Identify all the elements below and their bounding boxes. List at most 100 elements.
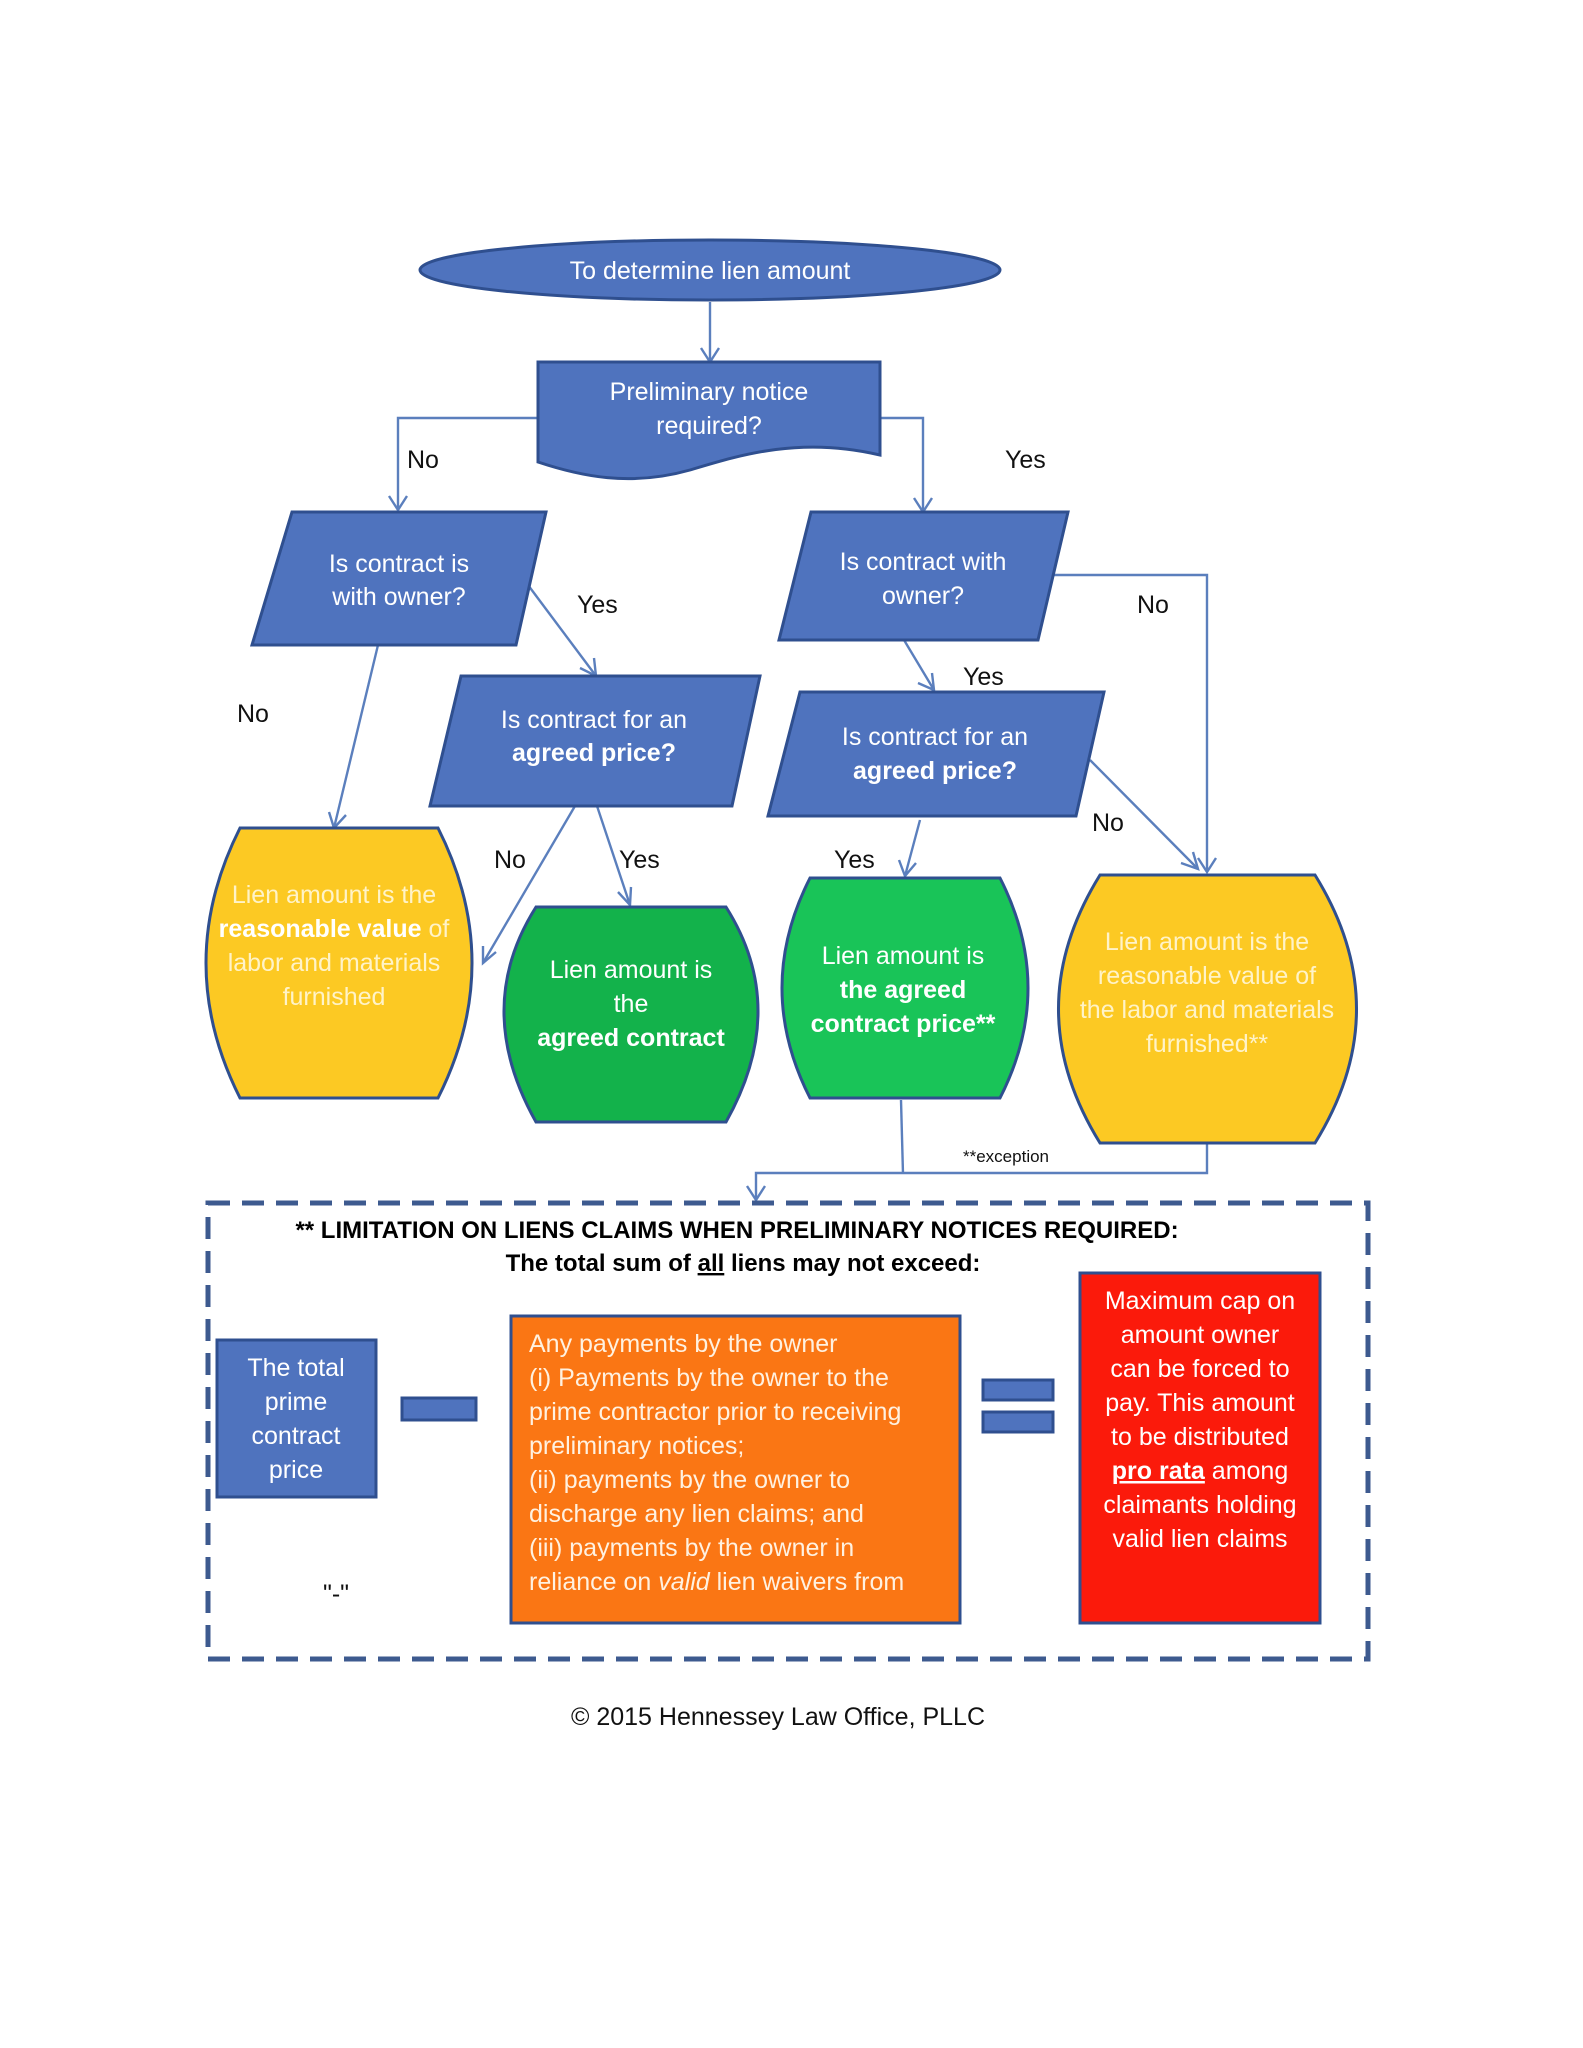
agreed-right-label-line2: agreed price?: [853, 757, 1017, 785]
payments-line8-post: lien waivers from: [710, 1568, 905, 1596]
result-agreed-right: Lien amount is the agreed contract price…: [780, 876, 1030, 1100]
owner-right-node: Is contract with owner?: [777, 510, 1070, 642]
payments-line1: Any payments by the owner: [529, 1330, 838, 1358]
agreed-left-shape: [428, 674, 762, 808]
cap-line6-post: among: [1205, 1457, 1288, 1485]
connectors: [327, 302, 1218, 1203]
arrowhead: [387, 495, 409, 513]
cap-box: Maximum cap on amount owner can be force…: [1078, 1271, 1322, 1625]
label-exception: **exception: [963, 1147, 1049, 1166]
result-agreed-left-line3: agreed contract: [537, 1024, 725, 1052]
cap-line6: pro rata among: [1112, 1457, 1288, 1485]
edge-agreed-right-no: [1089, 759, 1199, 870]
cap-line8: valid lien claims: [1112, 1525, 1287, 1553]
preliminary-shape: [536, 360, 882, 481]
owner-right-shape: [777, 510, 1070, 642]
cap-line1: Maximum cap on: [1105, 1287, 1295, 1315]
agreed-left-label-line2: agreed price?: [512, 739, 676, 767]
payments-box: Any payments by the owner (i) Payments b…: [509, 1314, 962, 1625]
owner-left-label-line1: Is contract is: [329, 550, 469, 578]
arrowhead: [745, 1185, 767, 1203]
label-agreed-left-no: No: [494, 846, 526, 874]
result-agreed-left-line1: Lien amount is: [550, 956, 713, 984]
payments-line8-italic: valid: [658, 1568, 711, 1596]
edge-preliminary-no: [396, 416, 538, 510]
owner-right-label-line1: Is contract with: [840, 548, 1007, 576]
edge-agreed-left-no: [481, 805, 577, 964]
label-agreed-right-yes: Yes: [834, 846, 875, 874]
arrowhead: [617, 886, 633, 908]
edge-owner-left-yes: [527, 584, 597, 677]
preliminary-label-line2: required?: [656, 412, 762, 440]
edge-agreed-right-yes: [903, 819, 922, 877]
subheading-pre: The total sum of: [506, 1250, 698, 1277]
edge-owner-right-yes: [902, 639, 936, 691]
label-agreed-left-yes: Yes: [619, 846, 660, 874]
subheading-underlined: all: [698, 1250, 725, 1277]
prime-contract-line3: contract: [252, 1422, 341, 1450]
result-reasonable-right-line4: furnished**: [1146, 1030, 1269, 1058]
payments-line3: prime contractor prior to receiving: [529, 1398, 901, 1426]
limitation-dashed-border: [205, 1200, 1371, 1662]
result-reasonable-left-line2: reasonable value of: [219, 915, 450, 943]
payments-line4: preliminary notices;: [529, 1432, 744, 1460]
agreed-right-node: Is contract for an agreed price?: [766, 690, 1106, 818]
arrowhead: [897, 859, 917, 879]
result-reasonable-left: Lien amount is the reasonable value of l…: [204, 826, 474, 1100]
label-owner-left-yes: Yes: [577, 591, 618, 619]
result-reasonable-right-line1: Lien amount is the: [1105, 928, 1309, 956]
agreed-right-label-line1: Is contract for an: [842, 723, 1028, 751]
start-node: To determine lien amount: [418, 238, 1002, 302]
edge-owner-left-no: [332, 644, 380, 829]
result-reasonable-left-bold: reasonable value: [219, 915, 422, 943]
cap-line3: can be forced to: [1110, 1355, 1289, 1383]
preliminary-label-line1: Preliminary notice: [610, 378, 809, 406]
minus-caption: "-": [323, 1580, 349, 1608]
result-reasonable-right-line3: the labor and materials: [1080, 996, 1334, 1024]
agreed-right-shape: [766, 690, 1106, 818]
result-agreed-right-line1: Lien amount is: [822, 942, 985, 970]
result-reasonable-left-line3: labor and materials: [228, 949, 441, 977]
arrowhead: [481, 946, 497, 966]
cap-line2: amount owner: [1121, 1321, 1279, 1349]
payments-line7: (iii) payments by the owner in: [529, 1534, 854, 1562]
edge-agreed-left-yes: [595, 805, 632, 906]
copyright-footer: © 2015 Hennessey Law Office, PLLC: [571, 1703, 985, 1731]
subheading-post: liens may not exceed:: [724, 1250, 980, 1277]
label-preliminary-no: No: [407, 446, 439, 474]
result-reasonable-right: Lien amount is the reasonable value of t…: [1057, 873, 1358, 1145]
label-owner-right-yes: Yes: [963, 663, 1004, 691]
prime-contract-box-shape: [215, 1338, 378, 1499]
result-reasonable-left-line4: furnished: [283, 983, 386, 1011]
agreed-left-label-line1: Is contract for an: [501, 706, 687, 734]
edge-exception: [754, 1143, 1209, 1200]
result-agreed-right-line3: contract price**: [811, 1010, 996, 1038]
result-agreed-right-line2: the agreed: [840, 976, 966, 1004]
agreed-left-node: Is contract for an agreed price?: [428, 674, 762, 808]
cap-box-shape: [1078, 1271, 1322, 1625]
result-reasonable-left-rest: of: [422, 915, 450, 943]
cap-line4: pay. This amount: [1105, 1389, 1295, 1417]
payments-line2: (i) Payments by the owner to the: [529, 1364, 889, 1392]
payments-box-shape: [509, 1314, 962, 1625]
equals-sign-top: [981, 1378, 1055, 1402]
label-agreed-right-no: No: [1092, 809, 1124, 837]
start-ellipse: [418, 238, 1002, 302]
label-owner-left-no: No: [237, 700, 269, 728]
edge-preliminary-yes: [880, 416, 925, 512]
limitation-heading: ** LIMITATION ON LIENS CLAIMS WHEN PRELI…: [295, 1217, 1178, 1244]
owner-left-shape: [249, 510, 548, 647]
equals-sign-bottom: [981, 1410, 1055, 1434]
arrowhead: [1180, 851, 1200, 871]
owner-right-label-line2: owner?: [882, 582, 964, 610]
result-reasonable-right-shape: [1057, 873, 1358, 1145]
owner-left-label-line2: with owner?: [331, 583, 465, 611]
arrowhead: [1196, 857, 1218, 875]
edge-owner-right-no: [1052, 573, 1209, 872]
payments-line8: reliance on valid lien waivers from: [529, 1568, 904, 1596]
payments-line5: (ii) payments by the owner to: [529, 1466, 850, 1494]
result-reasonable-right-line2: reasonable value of: [1098, 962, 1316, 990]
limitation-subheading: The total sum of all liens may not excee…: [506, 1250, 981, 1277]
prime-contract-line2: prime: [265, 1388, 328, 1416]
preliminary-node: Preliminary notice required?: [536, 360, 882, 481]
